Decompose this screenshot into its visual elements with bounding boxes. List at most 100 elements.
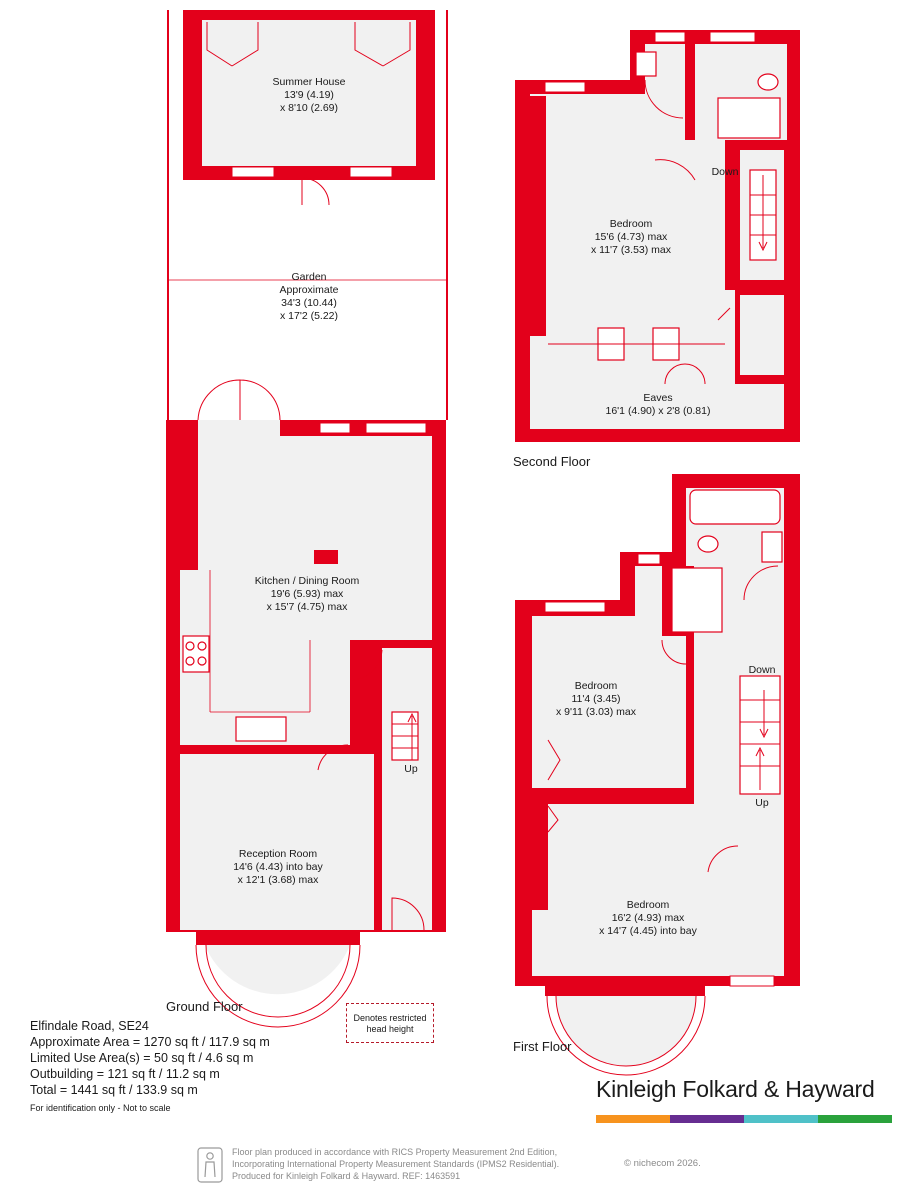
summer-house-door bbox=[301, 177, 330, 206]
bedroom-door bbox=[661, 639, 687, 665]
reception-door bbox=[317, 744, 349, 771]
hob-icon bbox=[182, 635, 210, 673]
first-window bbox=[729, 975, 775, 987]
kitchen-window bbox=[319, 422, 351, 434]
footer-line-1: Floor plan produced in accordance with R… bbox=[232, 1147, 558, 1157]
garden-dim1: 34'3 (10.44) bbox=[281, 297, 337, 309]
brand-stripe-orange bbox=[596, 1115, 670, 1123]
front-door bbox=[391, 897, 425, 931]
second-window bbox=[544, 81, 586, 93]
restricted-height-legend-text: Denotes restricted head height bbox=[353, 1013, 427, 1034]
kitchen-window bbox=[365, 422, 427, 434]
first-floor-label: First Floor bbox=[513, 1039, 572, 1054]
first-front-bedroom-dim2: x 14'7 (4.45) into bay bbox=[599, 925, 697, 937]
first-bay-window bbox=[546, 995, 706, 1076]
eaves-dim: 16'1 (4.90) x 2'8 (0.81) bbox=[606, 405, 711, 417]
landing-door bbox=[654, 159, 696, 181]
disclaimer: For identification only - Not to scale bbox=[30, 1103, 171, 1113]
first-back-bedroom-label: Bedroom bbox=[575, 680, 618, 692]
toilet-icon bbox=[697, 535, 719, 553]
garden-doors-opening bbox=[198, 420, 280, 436]
bath-icon bbox=[689, 489, 781, 525]
ground-floor-plan: Summer House 13'9 (4.19) x 8'10 (2.69) G… bbox=[166, 10, 448, 1028]
reception-dim1: 14'6 (4.43) into bay bbox=[233, 861, 323, 873]
first-chimney bbox=[532, 800, 548, 910]
cupboard-door bbox=[717, 307, 731, 321]
shower-icon bbox=[671, 567, 723, 633]
limited-use-area: Limited Use Area(s) = 50 sq ft / 4.6 sq … bbox=[30, 1051, 254, 1065]
kitchen-floor bbox=[180, 436, 432, 745]
hob-ring-icon bbox=[197, 656, 207, 666]
property-info: Elfindale Road, SE24 Approximate Area = … bbox=[30, 1018, 270, 1116]
second-window bbox=[654, 31, 686, 43]
first-stairs bbox=[739, 675, 781, 795]
shower-icon bbox=[717, 97, 781, 139]
second-bedroom-dim2: x 11'7 (3.53) max bbox=[591, 244, 672, 256]
outbuilding-area: Outbuilding = 121 sq ft / 11.2 sq m bbox=[30, 1067, 220, 1081]
ground-stairs-up-label: Up bbox=[404, 763, 418, 775]
toilet-icon bbox=[757, 73, 779, 91]
eaves-label: Eaves bbox=[643, 392, 672, 404]
summer-house-cupboard bbox=[206, 22, 259, 67]
first-bay-walls bbox=[545, 984, 705, 996]
summer-house-dim1: 13'9 (4.19) bbox=[284, 89, 334, 101]
hall-floor bbox=[382, 648, 432, 930]
summer-house-cupboard bbox=[354, 22, 411, 67]
french-doors bbox=[197, 379, 281, 421]
first-front-bedroom-label: Bedroom bbox=[627, 899, 670, 911]
reception-label: Reception Room bbox=[239, 848, 317, 860]
second-stairs bbox=[749, 169, 777, 261]
front-bedroom-door bbox=[707, 845, 739, 873]
hob-ring-icon bbox=[185, 656, 195, 666]
sink-icon bbox=[235, 716, 287, 742]
brand-stripe-purple bbox=[670, 1115, 744, 1123]
first-bay-floor bbox=[556, 996, 696, 1066]
basin-icon bbox=[635, 51, 657, 77]
first-back-bedroom-floor bbox=[532, 566, 686, 788]
bay-walls bbox=[196, 930, 360, 945]
kitchen-dim2: x 15'7 (4.75) max bbox=[267, 601, 349, 613]
chimney-breast bbox=[314, 550, 338, 564]
second-bedroom-floor bbox=[530, 44, 735, 385]
second-stairs-down-label: Down bbox=[712, 166, 739, 178]
second-cupboard-floor bbox=[740, 295, 784, 375]
restricted-wall-left bbox=[530, 96, 546, 336]
garden-dim2: x 17'2 (5.22) bbox=[280, 310, 338, 322]
brand-logo: Kinleigh Folkard & Hayward bbox=[596, 1076, 875, 1102]
first-floor-plan: Bedroom 11'4 (3.45) x 9'11 (3.03) max Be… bbox=[513, 474, 800, 1076]
nichecom-credit: © nichecom 2026. bbox=[624, 1158, 701, 1169]
wardrobe-door bbox=[547, 739, 561, 781]
kitchen-label: Kitchen / Dining Room bbox=[255, 575, 360, 587]
footer-text: Floor plan produced in accordance with R… bbox=[232, 1146, 559, 1182]
hob-ring-icon bbox=[185, 641, 195, 651]
brand-stripe-teal bbox=[744, 1115, 818, 1123]
first-back-bedroom-dim1: 11'4 (3.45) bbox=[571, 693, 620, 705]
garden-approx: Approximate bbox=[280, 284, 339, 296]
ground-stairs bbox=[391, 711, 419, 761]
shower-room-door bbox=[644, 79, 684, 119]
address: Elfindale Road, SE24 bbox=[30, 1019, 149, 1033]
second-bedroom-dim1: 15'6 (4.73) max bbox=[595, 231, 668, 243]
summer-house-label: Summer House bbox=[273, 76, 346, 88]
bay-window bbox=[195, 944, 361, 1028]
bathroom-door bbox=[743, 565, 779, 601]
hob-ring-icon bbox=[197, 641, 207, 651]
eaves-doors bbox=[664, 363, 706, 385]
brand-stripe-green bbox=[818, 1115, 892, 1123]
first-stairs-down-label: Down bbox=[749, 664, 776, 676]
second-floor-label: Second Floor bbox=[513, 454, 591, 469]
basin-icon bbox=[761, 531, 783, 563]
second-bedroom-label: Bedroom bbox=[610, 218, 653, 230]
reception-floor bbox=[180, 754, 374, 930]
garden-label: Garden bbox=[291, 271, 326, 283]
hall-door bbox=[351, 648, 383, 681]
first-stairs-up-label: Up bbox=[755, 797, 769, 809]
summer-house-floor bbox=[202, 20, 416, 166]
bay-floor bbox=[205, 945, 350, 995]
summer-house-window bbox=[349, 166, 393, 178]
total-area: Total = 1441 sq ft / 133.9 sq m bbox=[30, 1083, 198, 1097]
reception-dim2: x 12'1 (3.68) max bbox=[238, 874, 320, 886]
eaves-floor bbox=[530, 384, 784, 429]
kitchen-dim1: 19'6 (5.93) max bbox=[271, 588, 344, 600]
